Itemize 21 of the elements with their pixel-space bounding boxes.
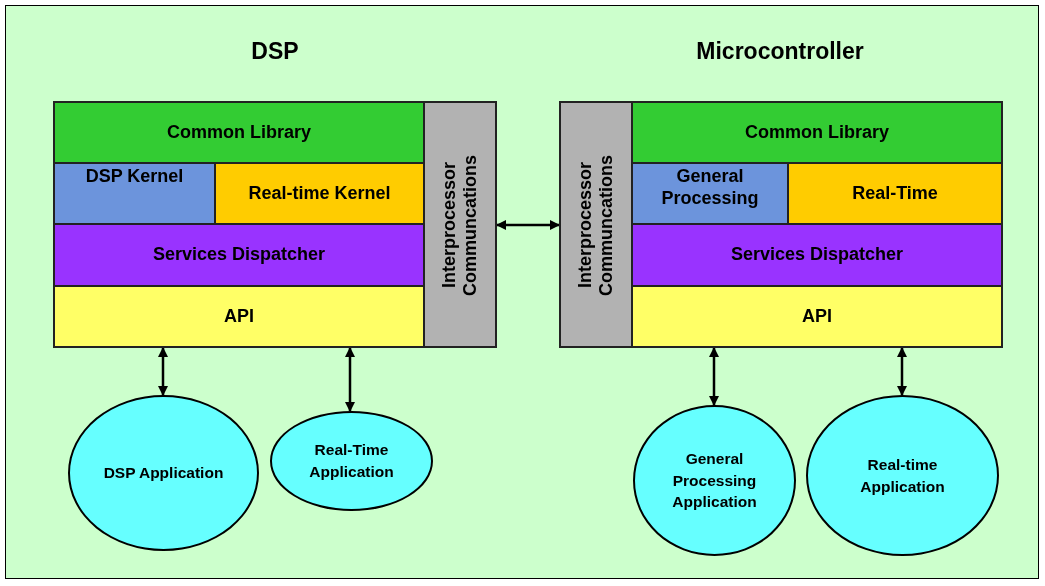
layer-box: API [631, 285, 1003, 348]
layer-box: Services Dispatcher [53, 223, 425, 287]
layer-box: Services Dispatcher [631, 223, 1003, 287]
double-arrow [158, 347, 168, 396]
double-arrow [496, 220, 560, 230]
layer-label: Interprocessor Communcations [575, 153, 617, 298]
layer-box: DSP Kernel [53, 162, 216, 225]
layer-box: API [53, 285, 425, 348]
layer-bar [559, 101, 633, 348]
layer-box: Real-Time [787, 162, 1003, 225]
double-arrow [709, 347, 719, 406]
layer-box: Common Library [631, 101, 1003, 164]
layer-label: Interprocessor Communcations [439, 153, 481, 298]
double-arrow [345, 347, 355, 412]
layer-bar [423, 101, 497, 348]
layer-box: General Processing [631, 162, 789, 225]
section-heading: Microcontroller [696, 38, 864, 65]
layer-box: Common Library [53, 101, 425, 164]
section-heading: DSP [251, 38, 299, 65]
layer-box: Real-time Kernel [214, 162, 425, 225]
double-arrow [897, 347, 907, 396]
